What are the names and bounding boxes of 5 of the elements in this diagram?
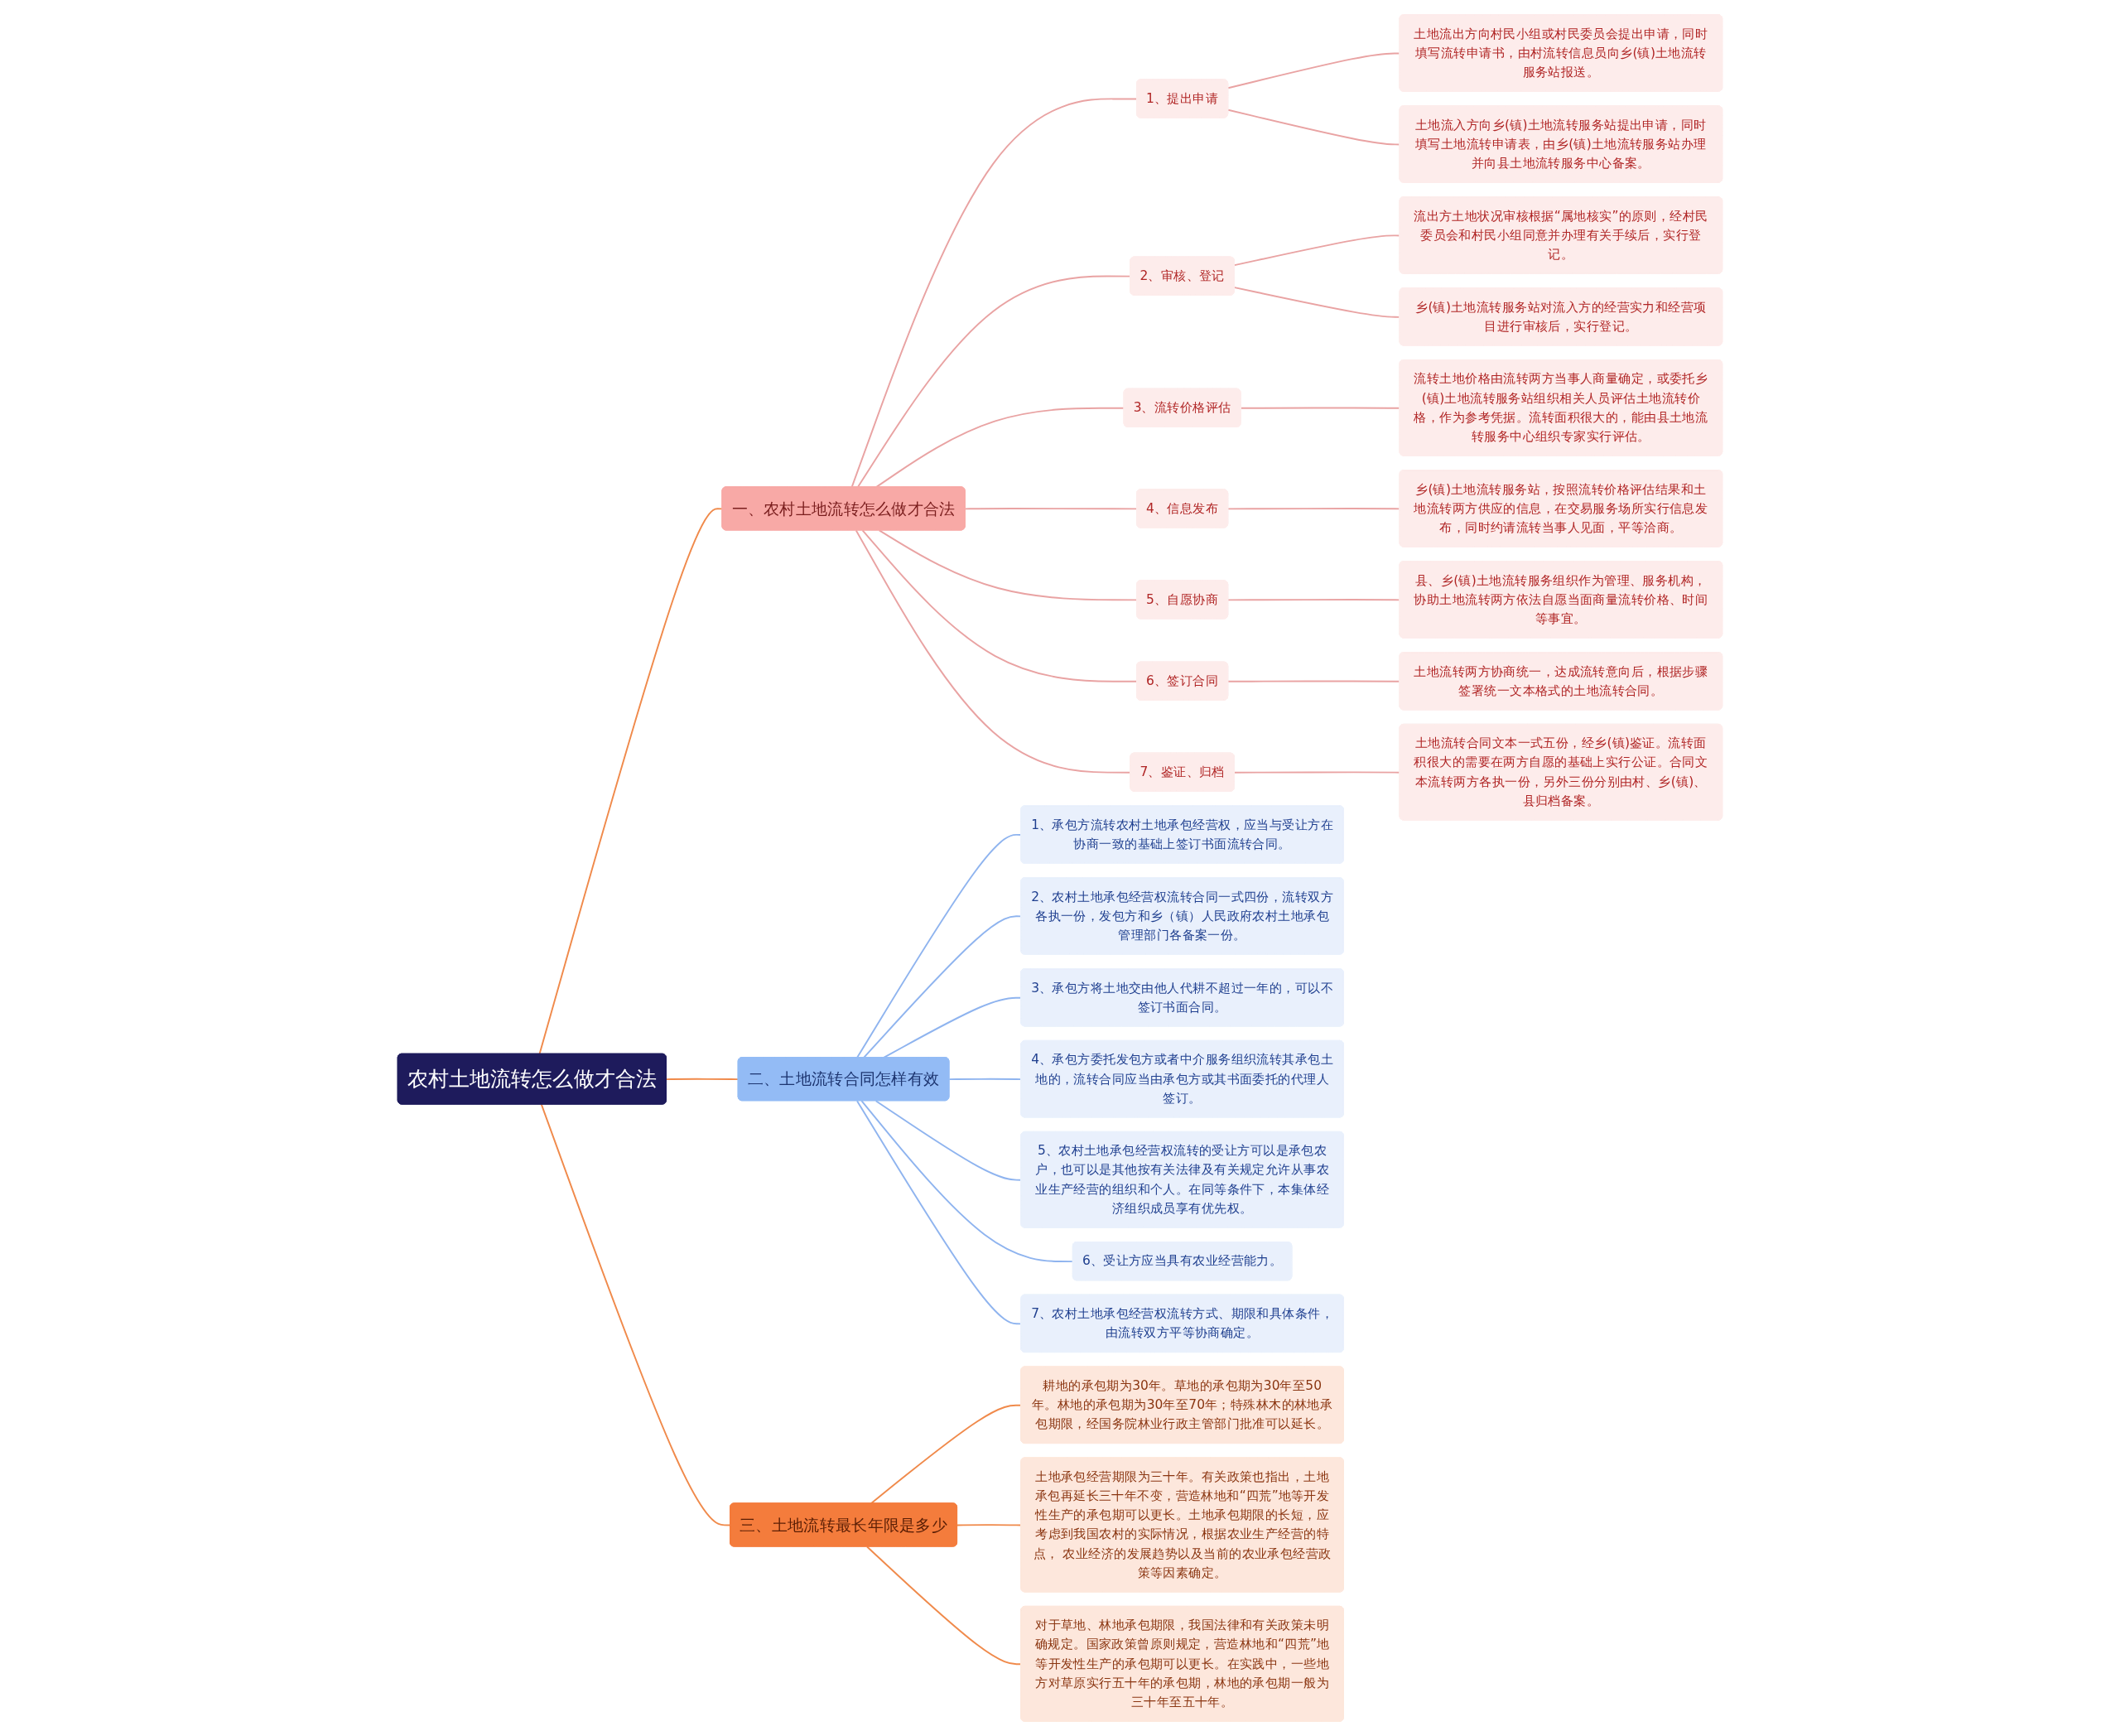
connector: [861, 529, 1138, 682]
connector: [860, 1100, 1074, 1263]
connector: [665, 1078, 740, 1081]
connector: [878, 529, 1138, 601]
connector: [964, 508, 1138, 510]
